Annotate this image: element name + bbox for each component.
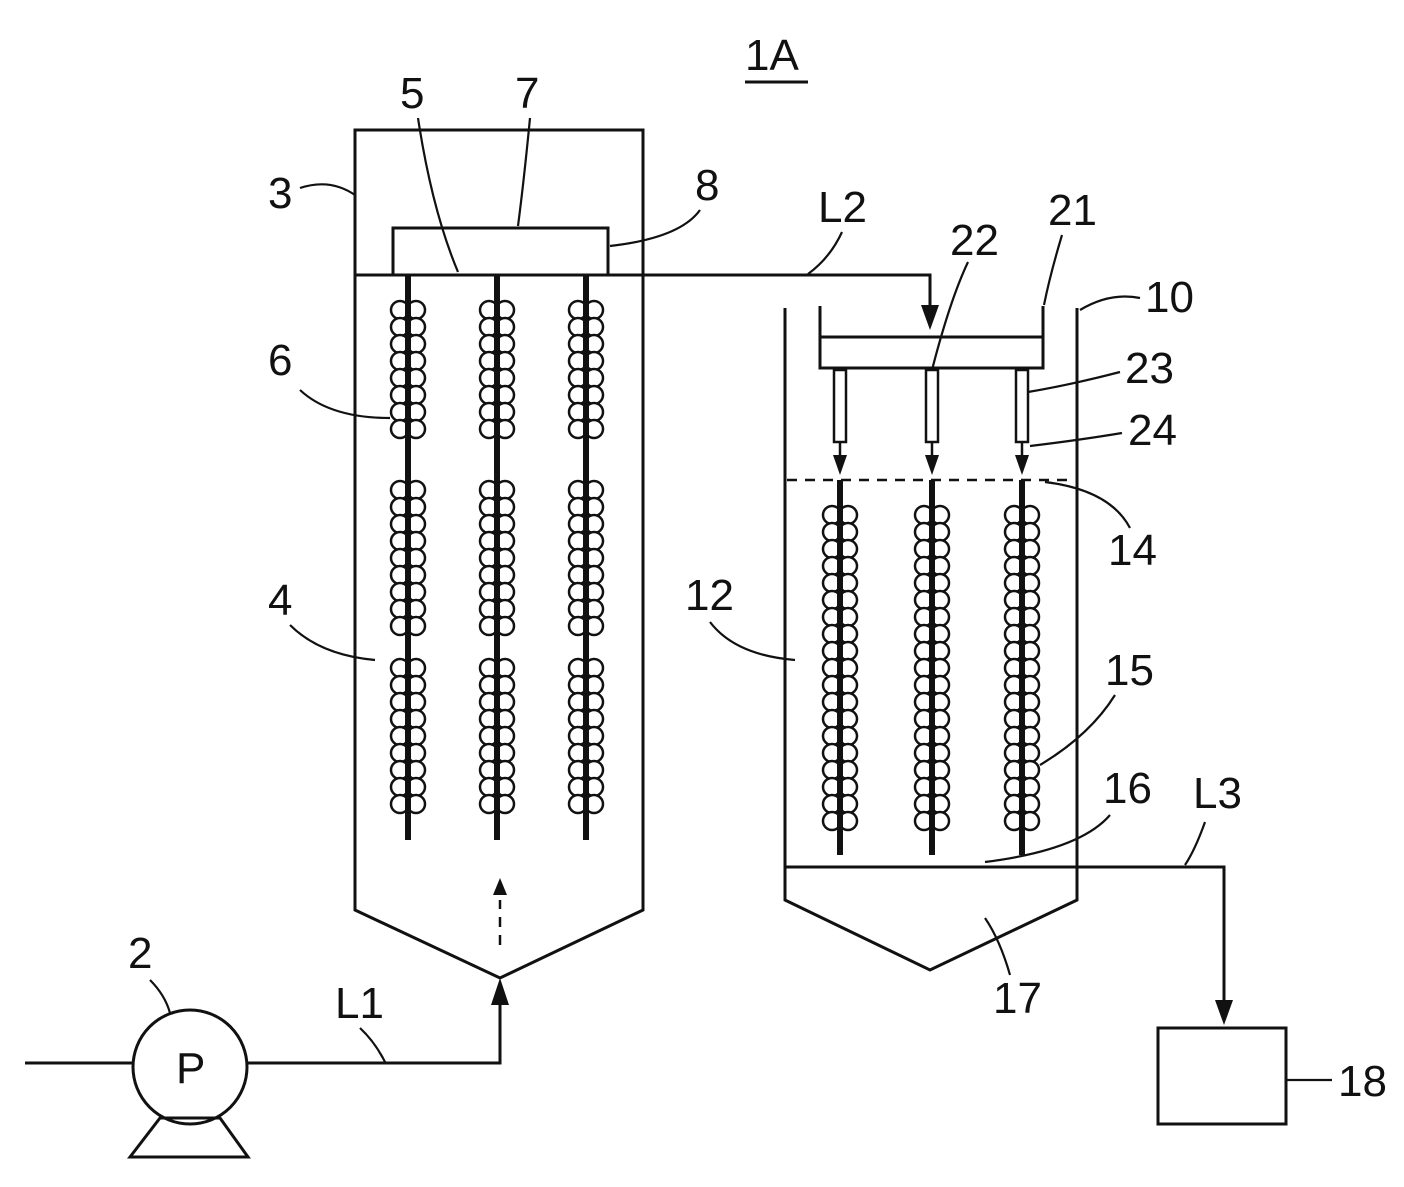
line-L3-arrow [1215, 1000, 1233, 1025]
leader-6 [299, 389, 391, 420]
label-L2: L2 [818, 183, 867, 232]
pump-base [126, 1116, 251, 1159]
line-L2 [608, 273, 932, 310]
label-16: 16 [1103, 764, 1152, 813]
leader-15 [1039, 694, 1116, 766]
label-24: 24 [1128, 406, 1177, 455]
leader-23 [1027, 370, 1121, 394]
leader-17 [984, 917, 1012, 976]
figure-title: 1A [745, 31, 799, 80]
leader-12 [709, 621, 796, 662]
collection-box-7 [391, 226, 610, 277]
label-L1: L1 [335, 979, 384, 1028]
nozzle-tube [832, 368, 848, 444]
carrier-rod-1 [821, 480, 859, 855]
carrier-rod-2 [913, 480, 951, 855]
storage-tank-18 [1156, 1026, 1288, 1126]
leader-22 [930, 261, 969, 371]
right-reactor [783, 306, 1079, 972]
label-6: 6 [268, 336, 292, 385]
label-L3: L3 [1193, 769, 1242, 818]
label-12: 12 [685, 571, 734, 620]
label-5: 5 [400, 69, 424, 118]
leader-10 [1079, 295, 1141, 311]
nozzle-arrow [925, 455, 939, 475]
leader-L1 [359, 1027, 386, 1063]
leader-L2 [807, 231, 843, 275]
line-L3 [1077, 865, 1226, 1005]
support-rod-3 [567, 275, 605, 840]
left-reactor [353, 128, 645, 980]
label-17: 17 [993, 974, 1042, 1023]
carrier-rod-3 [1003, 480, 1041, 855]
nozzle-tube [924, 368, 940, 444]
leader-21 [1042, 234, 1064, 306]
label-10: 10 [1145, 273, 1194, 322]
right-rod-group [821, 480, 1041, 855]
leader-8 [609, 209, 701, 248]
leader-3 [299, 183, 356, 196]
leader-L3 [1184, 821, 1207, 866]
right-reactor-vessel [783, 308, 1079, 972]
line-L1-arrow [491, 978, 509, 1005]
leader-14 [1044, 480, 1131, 529]
label-3: 3 [268, 169, 292, 218]
line-L1 [247, 1000, 502, 1065]
left-reactor-vessel [353, 128, 645, 980]
nozzle-3 [1014, 368, 1030, 475]
label-21: 21 [1048, 186, 1097, 235]
leader-2 [149, 979, 172, 1014]
leader-5 [416, 117, 460, 273]
label-22: 22 [950, 216, 999, 265]
label-23: 23 [1125, 344, 1174, 393]
nozzle-tube [1014, 368, 1030, 444]
left-rod-group [389, 275, 605, 840]
line-L2-arrow [921, 305, 939, 330]
leader-16 [984, 814, 1111, 864]
leader-7 [516, 117, 532, 227]
leader-24 [1029, 431, 1123, 448]
nozzle-1 [832, 368, 848, 475]
nozzle-2 [924, 368, 940, 475]
label-14: 14 [1108, 526, 1157, 575]
label-8: 8 [695, 161, 719, 210]
pump: P [25, 1008, 251, 1159]
pump-body [131, 1008, 249, 1126]
leader-4 [289, 624, 376, 662]
label-4: 4 [268, 576, 292, 625]
upflow-arrow-head [493, 878, 507, 895]
nozzle-arrow [1015, 455, 1029, 475]
support-rod-2 [478, 275, 516, 840]
label-7: 7 [515, 69, 539, 118]
nozzle-arrow [833, 455, 847, 475]
nozzle-group [832, 368, 1030, 475]
label-2: 2 [128, 929, 152, 978]
label-18: 18 [1338, 1057, 1387, 1106]
support-rod-1 [389, 275, 427, 840]
label-15: 15 [1105, 646, 1154, 695]
pump-letter: P [176, 1044, 205, 1093]
